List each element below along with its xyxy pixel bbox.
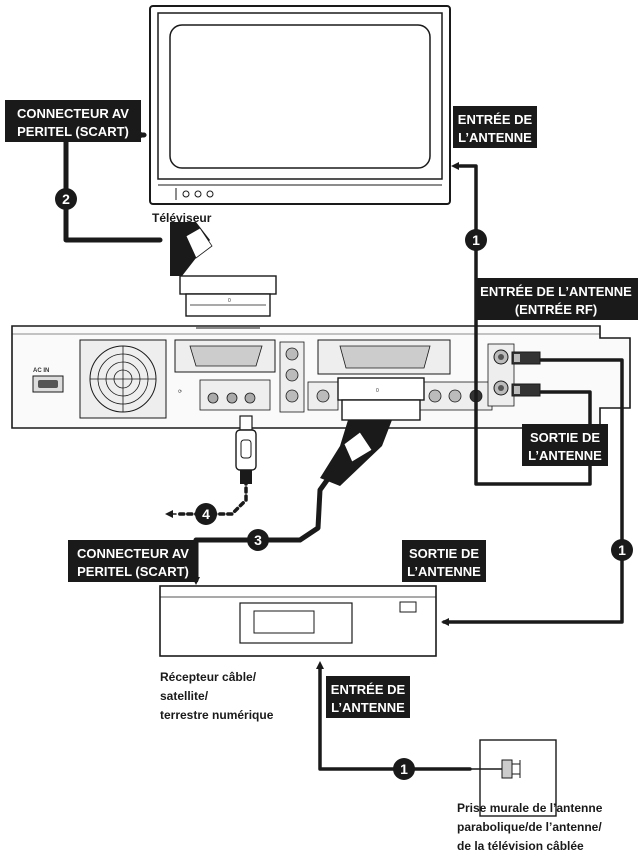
- svg-text:AC IN: AC IN: [33, 368, 49, 374]
- tv-button-icon: [182, 190, 190, 198]
- cooling-fan-icon: [79, 339, 167, 419]
- svg-text:1: 1: [618, 542, 626, 558]
- svg-text:CONNECTEUR AV: CONNECTEUR AV: [77, 546, 189, 561]
- label-scart-tv: CONNECTEUR AV PERITEL (SCART): [5, 100, 141, 142]
- svg-text:0: 0: [228, 298, 231, 304]
- label-wall-socket: Prise murale de l’antenne parabolique/de…: [457, 801, 603, 853]
- svg-text:L’ANTENNE: L’ANTENNE: [331, 700, 405, 715]
- label-scart-receiver: CONNECTEUR AV PERITEL (SCART): [68, 540, 198, 582]
- svg-text:(ENTRÉE RF): (ENTRÉE RF): [515, 302, 597, 317]
- label-antenna-out-recorder: SORTIE DE L’ANTENNE: [522, 424, 608, 466]
- svg-text:CONNECTEUR AV: CONNECTEUR AV: [17, 106, 129, 121]
- label-tv: Téléviseur: [152, 211, 212, 225]
- wall-antenna-socket: [470, 739, 557, 817]
- svg-text:ENTRÉE DE: ENTRÉE DE: [458, 112, 533, 127]
- step-badge-3: 3: [247, 529, 269, 551]
- svg-text:ENTRÉE DE L’ANTENNE: ENTRÉE DE L’ANTENNE: [480, 284, 632, 299]
- tv-button-icon: [206, 190, 214, 198]
- svg-text:PERITEL (SCART): PERITEL (SCART): [77, 564, 189, 579]
- svg-text:PERITEL (SCART): PERITEL (SCART): [17, 124, 129, 139]
- svg-text:de la télévision câblée: de la télévision câblée: [457, 839, 584, 853]
- step-badge-4: 4: [195, 503, 217, 525]
- cable-2-scart: [63, 132, 163, 243]
- svg-text:Récepteur câble/: Récepteur câble/: [160, 670, 257, 684]
- svg-text:L’ANTENNE: L’ANTENNE: [528, 448, 602, 463]
- svg-text:3: 3: [254, 532, 262, 548]
- label-antenna-in-tv: ENTRÉE DE L’ANTENNE: [453, 106, 537, 148]
- svg-text:L’ANTENNE: L’ANTENNE: [458, 130, 532, 145]
- cable-1-wall-receiver: [318, 666, 472, 771]
- svg-text:satellite/: satellite/: [160, 689, 209, 703]
- television: [149, 5, 451, 205]
- svg-text:Prise murale de l’antenne: Prise murale de l’antenne: [457, 801, 603, 815]
- cable-1-receiver-recorder: [442, 358, 624, 624]
- svg-text:terrestre numérique: terrestre numérique: [160, 708, 274, 722]
- svg-text:0: 0: [376, 388, 379, 394]
- control-plug: [235, 415, 257, 484]
- label-antenna-in-rf: ENTRÉE DE L’ANTENNE (ENTRÉE RF): [475, 278, 638, 320]
- svg-text:2: 2: [62, 191, 70, 207]
- label-receiver: Récepteur câble/ satellite/ terrestre nu…: [160, 670, 274, 722]
- rf-plugs: [511, 351, 541, 397]
- svg-text:⟳: ⟳: [178, 389, 183, 395]
- svg-text:SORTIE DE: SORTIE DE: [530, 430, 600, 445]
- tv-button-icon: [194, 190, 202, 198]
- scart-plug-bottom: 0: [320, 377, 425, 486]
- step-badge-1-wall: 1: [393, 758, 415, 780]
- recorder-rear-panel: AC IN ⟳: [11, 325, 631, 429]
- label-antenna-in-receiver: ENTRÉE DE L’ANTENNE: [326, 676, 410, 718]
- step-badge-1-receiver: 1: [611, 539, 633, 561]
- svg-text:4: 4: [202, 506, 210, 522]
- scart-plug-top: 0: [170, 222, 277, 329]
- receiver-display-icon: [399, 601, 417, 613]
- svg-text:1: 1: [400, 761, 408, 777]
- svg-text:1: 1: [472, 232, 480, 248]
- step-badge-1-tv: 1: [465, 229, 487, 251]
- svg-text:ENTRÉE DE: ENTRÉE DE: [331, 682, 406, 697]
- satellite-receiver: [159, 585, 437, 657]
- svg-text:SORTIE DE: SORTIE DE: [409, 546, 479, 561]
- cable-1-tv-antenna: [458, 164, 592, 486]
- svg-text:parabolique/de l’antenne/: parabolique/de l’antenne/: [457, 820, 602, 834]
- ac-in-socket: AC IN: [32, 368, 64, 393]
- label-antenna-out-receiver: SORTIE DE L’ANTENNE: [402, 540, 486, 582]
- cable-3-scart: [193, 473, 333, 583]
- step-badge-2: 2: [55, 188, 77, 210]
- svg-text:L’ANTENNE: L’ANTENNE: [407, 564, 481, 579]
